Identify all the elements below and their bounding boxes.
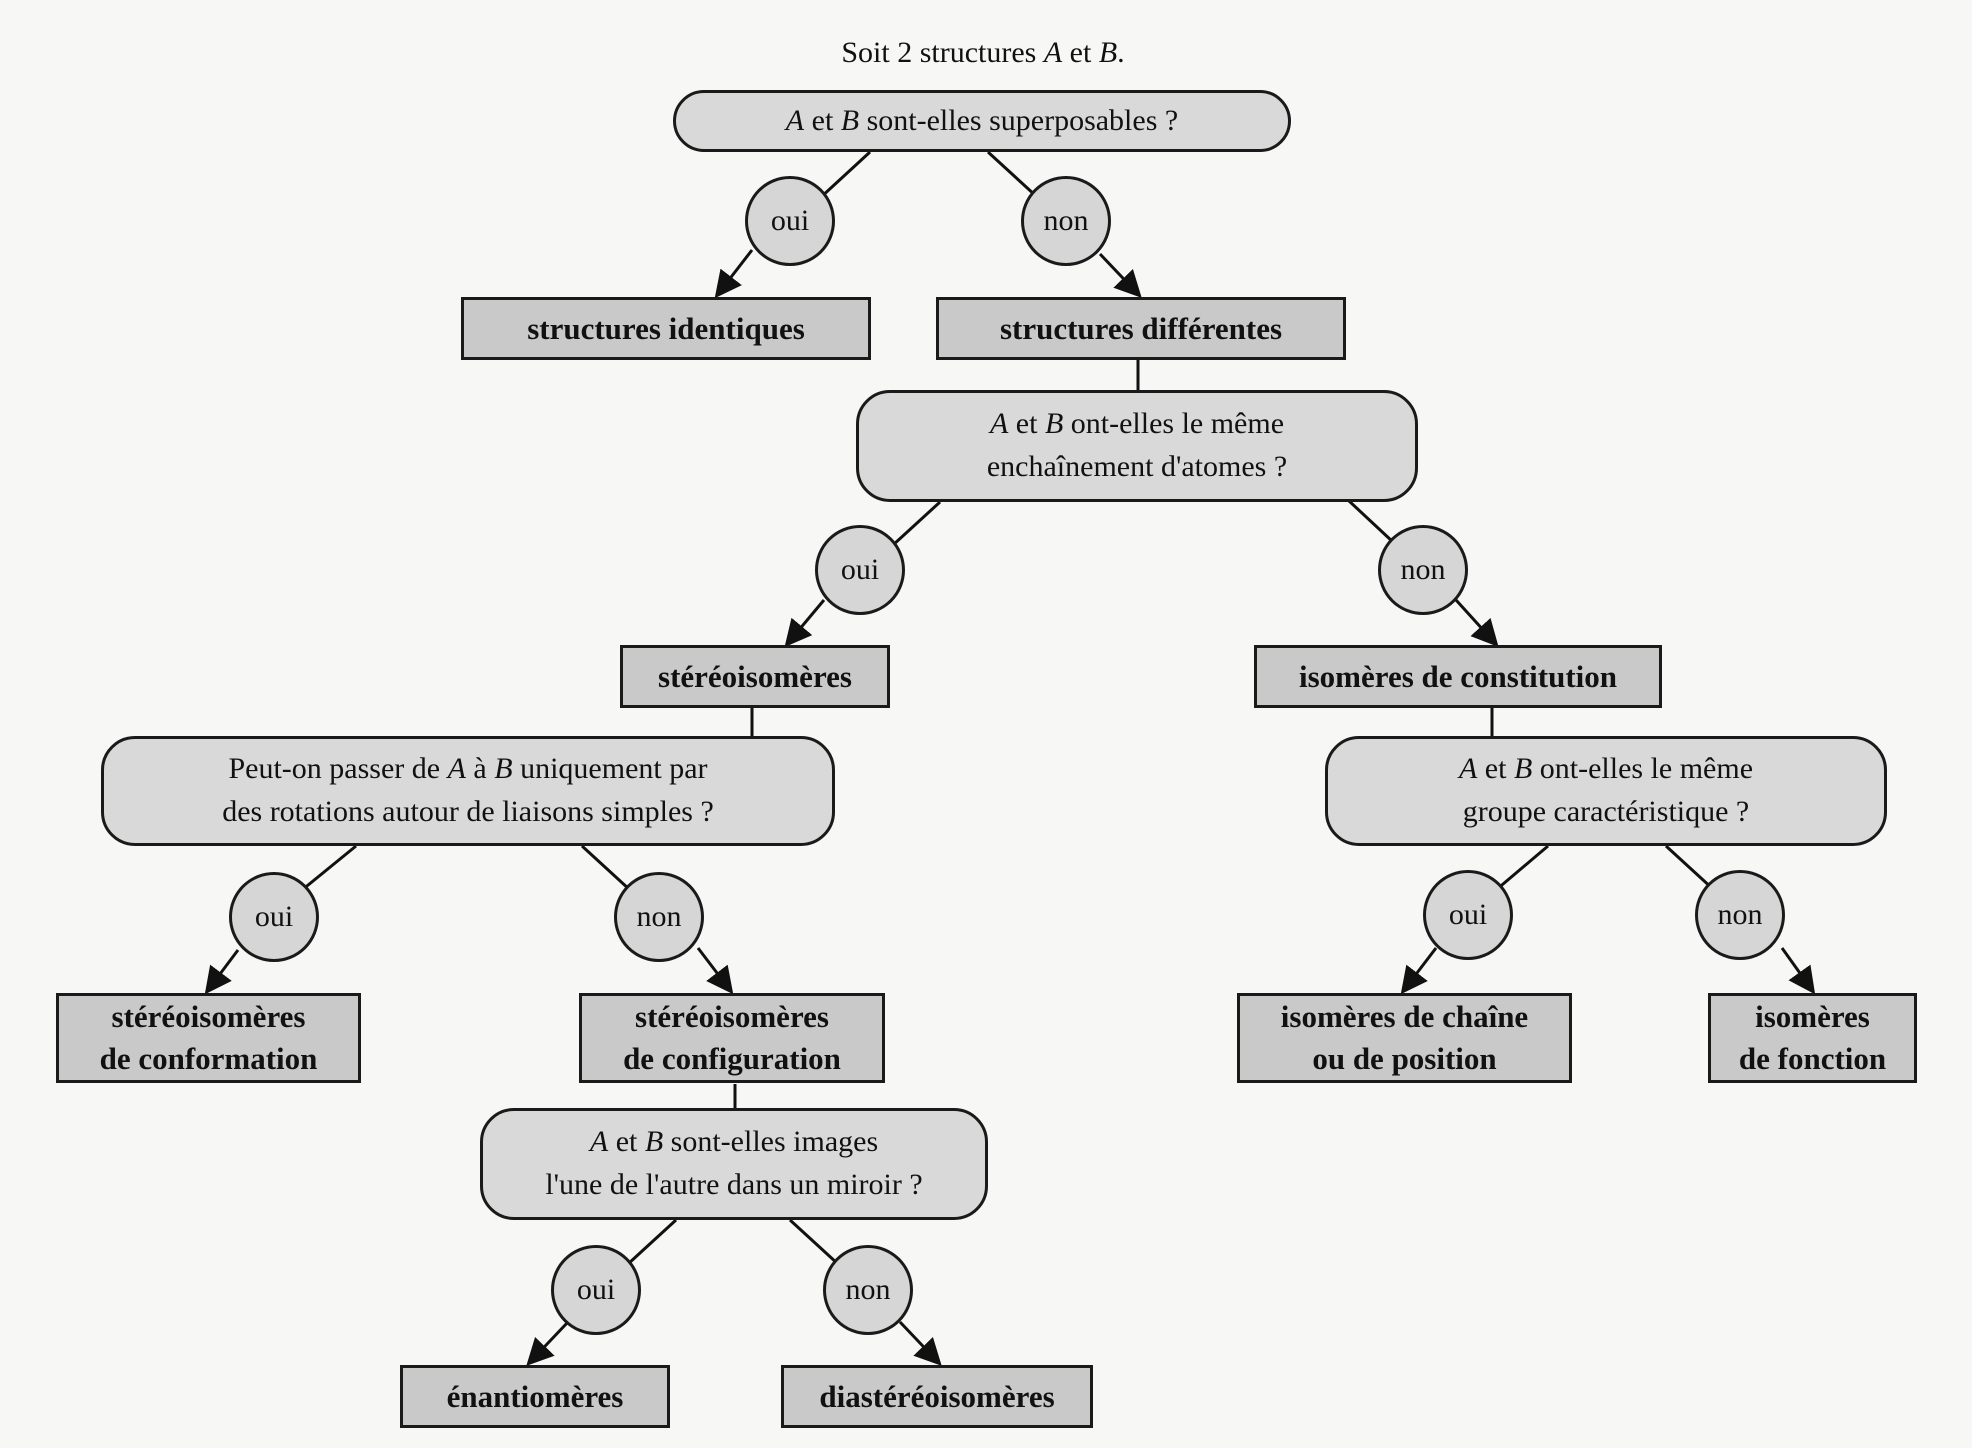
question-enchainement: A et B ont-elles le même enchaînement d'… <box>856 390 1418 502</box>
answer-oui-3: oui <box>229 872 319 962</box>
result-structures-identiques: structures identiques <box>461 297 871 360</box>
connector-q1-non <box>986 150 1038 198</box>
arrow-oui-chaine <box>1400 947 1438 995</box>
arrow-oui-enantiomeres <box>526 1320 570 1366</box>
arrow-non-configuration <box>696 947 734 995</box>
question-superposable: A et B sont-elles superposables ? <box>673 90 1291 152</box>
result-diastereoisomeres: diastéréoisomères <box>781 1365 1093 1428</box>
arrow-oui-stereo <box>784 599 826 648</box>
arrow-oui-identiques <box>714 249 754 299</box>
answer-non-2: non <box>1378 525 1468 615</box>
result-enantiomeres: énantiomères <box>400 1365 670 1428</box>
connector-q4-oui <box>1495 844 1549 892</box>
question-miroir: A et B sont-elles images l'une de l'autr… <box>480 1108 988 1220</box>
result-structures-differentes: structures différentes <box>936 297 1346 360</box>
answer-oui-1: oui <box>745 176 835 266</box>
arrow-non-diastereo <box>898 1320 942 1366</box>
connector-q4-non <box>1664 844 1716 892</box>
question-rotations: Peut-on passer de A à B uniquement par d… <box>101 736 835 846</box>
arrow-oui-conformation <box>204 949 240 995</box>
answer-non-4: non <box>1695 870 1785 960</box>
answer-oui-2: oui <box>815 525 905 615</box>
connector-q2-oui <box>891 500 942 547</box>
result-isomeres-constitution: isomères de constitution <box>1254 645 1662 708</box>
connector-q2-non <box>1346 498 1395 544</box>
connector-q5-oui <box>626 1218 678 1266</box>
answer-non-5: non <box>823 1245 913 1335</box>
diagram-title: Soit 2 structures A et B. <box>841 36 1125 69</box>
result-stereoisomeres: stéréoisomères <box>620 645 890 708</box>
answer-oui-5: oui <box>551 1245 641 1335</box>
arrow-non-fonction <box>1780 947 1816 995</box>
answer-non-3: non <box>614 872 704 962</box>
question-groupe-caracteristique: A et B ont-elles le même groupe caractér… <box>1325 736 1887 846</box>
arrow-non-differentes <box>1098 252 1142 298</box>
connector-q3-non <box>580 844 632 892</box>
arrow-non-constitution <box>1454 598 1499 647</box>
answer-oui-4: oui <box>1423 870 1513 960</box>
connector-q3-oui <box>301 844 357 892</box>
connector-q1-oui <box>818 150 872 200</box>
answer-non-1: non <box>1021 176 1111 266</box>
connector-q5-non <box>788 1218 840 1266</box>
